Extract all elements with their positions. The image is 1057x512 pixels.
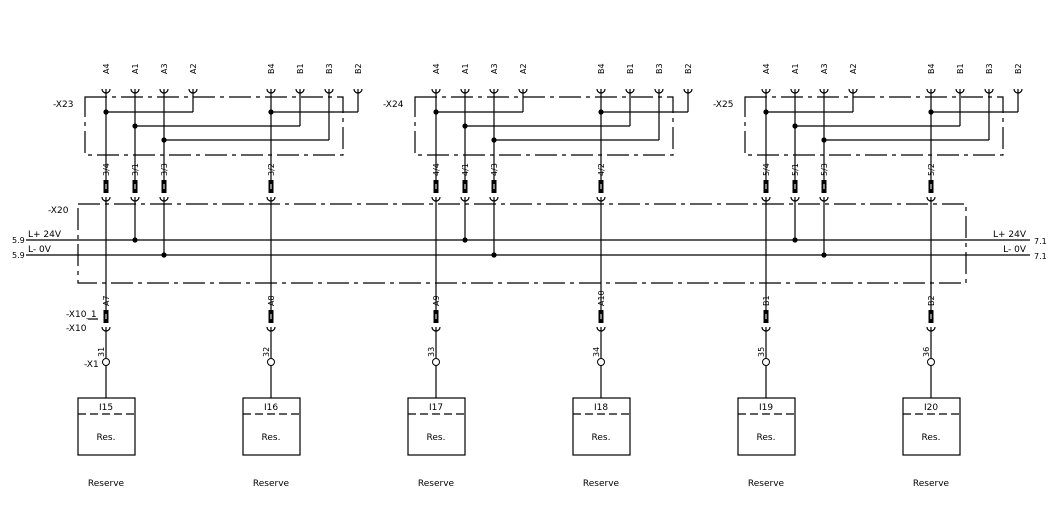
terminal-icon	[102, 358, 110, 366]
pin-label: A4	[102, 63, 111, 74]
connector-label: -X25	[713, 100, 733, 110]
x1-terminal-label: 35	[757, 347, 766, 357]
pin-label: B4	[927, 63, 936, 74]
output-label: 3/1	[131, 163, 140, 176]
channel-caption: Reserve	[748, 479, 785, 489]
bus-ref-right: 7.1	[1034, 237, 1047, 246]
connector-box--X24	[414, 96, 674, 156]
output-label: 5/4	[762, 163, 771, 176]
pin-label: B1	[626, 63, 635, 74]
x1-terminal-label: 33	[427, 347, 436, 357]
connector-box--X25	[744, 96, 1004, 156]
output-label: 5/1	[791, 163, 800, 176]
bus-box-X20	[77, 203, 967, 284]
bus-ref-right: 7.1	[1034, 252, 1047, 261]
bus-ref-left: 5.9	[12, 236, 25, 245]
input-module-box	[77, 397, 136, 456]
channel-caption: Reserve	[253, 479, 290, 489]
x10-pin-label: A7	[102, 295, 111, 306]
terminal-icon	[432, 358, 440, 366]
input-description: Res.	[757, 433, 776, 443]
input-description: Res.	[427, 433, 446, 443]
channel-caption: Reserve	[583, 479, 620, 489]
channel-caption: Reserve	[913, 479, 950, 489]
input-address: I15	[99, 403, 113, 413]
output-label: 4/3	[490, 163, 499, 176]
input-address: I16	[264, 403, 278, 413]
bus-line-name-left: L+ 24V	[28, 230, 62, 240]
pin-label: A2	[189, 63, 198, 74]
pin-label: A3	[490, 63, 499, 74]
pin-label: B1	[296, 63, 305, 74]
x1-terminal-label: 32	[262, 347, 271, 357]
pin-label: B2	[354, 63, 363, 74]
pin-label: B4	[267, 63, 276, 74]
input-address: I18	[594, 403, 608, 413]
pin-label: A2	[849, 63, 858, 74]
input-description: Res.	[922, 433, 941, 443]
bus-label: -X20	[48, 206, 69, 216]
pin-label: B2	[1014, 63, 1023, 74]
pin-label: A1	[131, 63, 140, 74]
x10-pin-label: A9	[432, 295, 441, 306]
x10-pin-label: B2	[927, 295, 936, 306]
output-label: 4/1	[461, 163, 470, 176]
pin-label: B3	[985, 63, 994, 74]
input-module-box	[572, 397, 631, 456]
output-label: 5/3	[820, 163, 829, 176]
connector-label: -X23	[53, 100, 73, 110]
bus-line-name-right: L+ 24V	[993, 230, 1027, 240]
output-label: 3/3	[160, 163, 169, 176]
connector-box--X23	[84, 96, 344, 156]
terminal-icon	[267, 358, 275, 366]
pin-label: A2	[519, 63, 528, 74]
x1-terminal-label: 36	[922, 347, 931, 357]
connector-label: -X24	[383, 100, 404, 110]
bus-line-name-left: L- 0V	[28, 245, 52, 255]
x10-pin-label: A10	[597, 290, 606, 306]
pin-label: A1	[791, 63, 800, 74]
x1-terminal-label: 34	[592, 347, 601, 357]
input-module-box	[242, 397, 301, 456]
output-label: 4/2	[597, 163, 606, 176]
input-description: Res.	[262, 433, 281, 443]
input-module-box	[407, 397, 466, 456]
pin-label: B2	[684, 63, 693, 74]
x1-terminal-strip-label: -X1	[84, 360, 99, 370]
x10-pin-label: B1	[762, 295, 771, 306]
output-label: 4/4	[432, 163, 441, 176]
input-description: Res.	[592, 433, 611, 443]
x1-terminal-label: 31	[97, 347, 106, 357]
output-label: 3/2	[267, 163, 276, 176]
channel-caption: Reserve	[88, 479, 125, 489]
terminal-icon	[927, 358, 935, 366]
pin-label: A3	[160, 63, 169, 74]
pin-label: B4	[597, 63, 606, 74]
pin-label: B3	[655, 63, 664, 74]
x10-pin-label: A8	[267, 295, 276, 306]
input-address: I19	[759, 403, 773, 413]
terminal-icon	[762, 358, 770, 366]
x10-sub-label: -X10	[66, 324, 87, 334]
bus-ref-left: 5.9	[12, 251, 25, 260]
input-address: I20	[924, 403, 938, 413]
x10-connector-label: -X10_1	[66, 310, 97, 320]
output-label: 5/2	[927, 163, 936, 176]
pin-label: B1	[956, 63, 965, 74]
terminal-icon	[597, 358, 605, 366]
pin-label: A1	[461, 63, 470, 74]
pin-label: B3	[325, 63, 334, 74]
input-module-box	[737, 397, 796, 456]
pin-label: A4	[762, 63, 771, 74]
bus-line-name-right: L- 0V	[1003, 245, 1027, 255]
pin-label: A3	[820, 63, 829, 74]
output-label: 3/4	[102, 163, 111, 176]
channel-caption: Reserve	[418, 479, 455, 489]
input-address: I17	[429, 403, 443, 413]
pin-label: A4	[432, 63, 441, 74]
input-description: Res.	[97, 433, 116, 443]
input-module-box	[902, 397, 961, 456]
